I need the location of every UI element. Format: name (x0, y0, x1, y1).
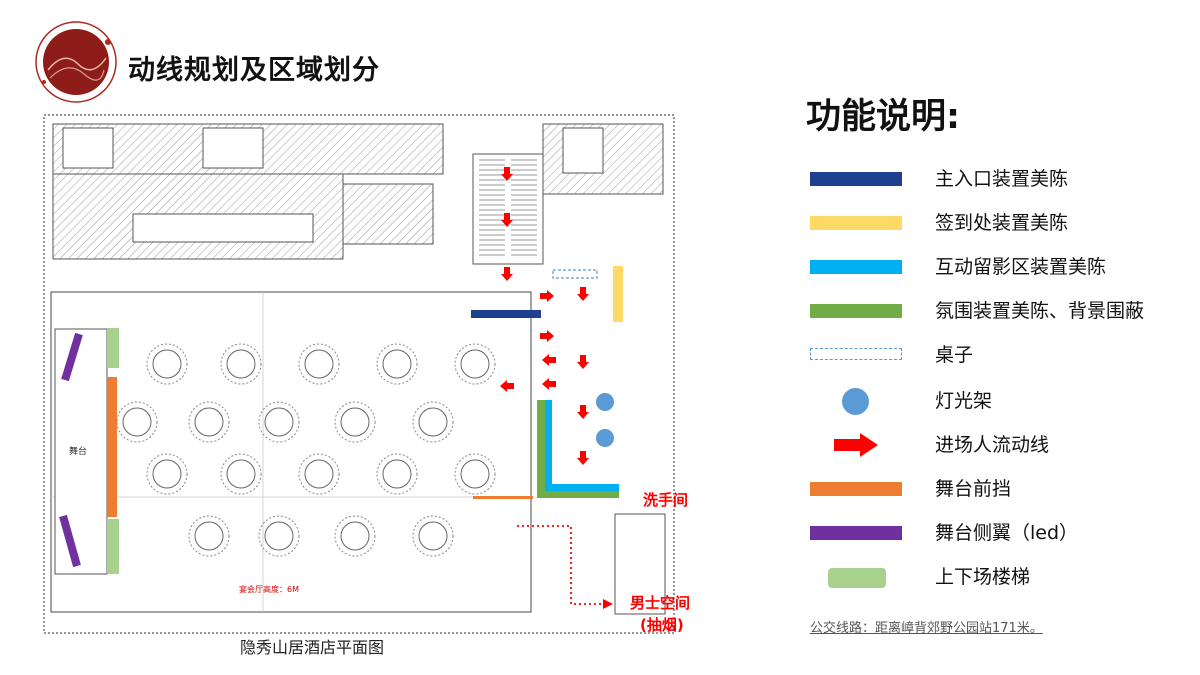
stage-stairs-lower (107, 519, 119, 574)
atmosphere-installation-base (537, 490, 619, 498)
round-table (334, 401, 376, 443)
sign-in-installation (613, 266, 623, 322)
legend-swatch (810, 482, 902, 496)
legend-item-main-entrance: 主入口装置美陈 (810, 164, 1200, 194)
legend-label: 签到处装置美陈 (935, 212, 1069, 234)
legend-swatch (810, 304, 902, 318)
legend-label: 进场人流动线 (935, 434, 1050, 456)
flow-arrow (500, 380, 514, 392)
flow-arrow (540, 290, 554, 302)
round-table (116, 401, 158, 443)
round-table (412, 515, 454, 557)
round-table (454, 343, 496, 385)
round-table (454, 453, 496, 495)
stage-stairs-upper (107, 328, 119, 368)
banquet-hall (50, 291, 532, 613)
mens-space-label: 男士空间 (630, 594, 691, 612)
round-table (220, 343, 262, 385)
stage-front (107, 377, 117, 517)
legend-title: 功能说明: (806, 97, 960, 137)
flow-arrow (577, 287, 589, 301)
round-table (376, 453, 418, 495)
round-table (298, 453, 340, 495)
round-table (188, 401, 230, 443)
legend-item-light-stand: 灯光架 (810, 386, 1200, 416)
legend-item-stairs: 上下场楼梯 (810, 562, 1200, 592)
flow-arrow (501, 213, 513, 227)
legend-label: 主入口装置美陈 (935, 168, 1069, 190)
legend-label: 灯光架 (935, 390, 993, 412)
legend-swatch (810, 526, 902, 540)
flow-arrow (542, 354, 556, 366)
legend-item-photo-zone: 互动留影区装置美陈 (810, 252, 1200, 282)
legend-label: 互动留影区装置美陈 (935, 256, 1107, 278)
main-entrance-installation (471, 310, 541, 318)
page-title: 动线规划及区域划分 (128, 55, 380, 86)
round-table (298, 343, 340, 385)
washroom-label: 洗手间 (643, 491, 689, 509)
legend-swatch (810, 260, 902, 274)
legend-item-atmosphere: 氛围装置美陈、背景围蔽 (810, 296, 1200, 326)
brand-logo (34, 20, 118, 104)
round-table (412, 401, 454, 443)
hall-height-note: 宴会厅高度：6M (239, 584, 299, 594)
arrow-right-icon (834, 433, 878, 457)
light-stand (596, 393, 614, 411)
round-table (146, 453, 188, 495)
flow-arrow (577, 355, 589, 369)
flow-arrow (542, 378, 556, 390)
legend-swatch (810, 172, 902, 186)
escalator (472, 153, 544, 265)
round-table (258, 401, 300, 443)
route-arrowhead (603, 599, 613, 609)
plan-caption: 隐秀山居酒店平面图 (240, 638, 385, 657)
entry-flow-arrows (500, 167, 589, 465)
flow-arrow (577, 451, 589, 465)
legend-swatch (828, 568, 886, 588)
flow-arrow (501, 267, 513, 281)
service-zone (52, 123, 664, 260)
stage-front-extension (473, 496, 533, 499)
round-table (188, 515, 230, 557)
stage-wing-lower (59, 514, 81, 568)
legend-swatch (842, 388, 869, 415)
legend-swatch (810, 348, 902, 360)
legend-label: 桌子 (935, 344, 974, 366)
legend-label: 舞台前挡 (935, 478, 1012, 500)
legend-item-entry-flow: 进场人流动线 (810, 430, 1200, 460)
legend-item-stage-front: 舞台前挡 (810, 474, 1200, 504)
floor-plan: 舞台 宴会厅高度：6M (43, 114, 675, 634)
floor-plan-drawing: 舞台 宴会厅高度：6M (43, 114, 675, 634)
stage-label: 舞台 (69, 445, 87, 457)
flow-arrow (577, 405, 589, 419)
legend-swatch (810, 216, 902, 230)
legend-item-table: 桌子 (810, 340, 1200, 370)
round-table (258, 515, 300, 557)
banquet-tables (116, 343, 496, 557)
smoking-route (517, 525, 603, 605)
legend-item-stage-wing: 舞台侧翼（led） (810, 518, 1200, 548)
round-table (376, 343, 418, 385)
photo-zone-installation-base (545, 484, 619, 491)
stage-wing-upper (61, 332, 83, 382)
flow-arrow (540, 330, 554, 342)
round-table (220, 453, 262, 495)
legend-label: 上下场楼梯 (935, 566, 1031, 588)
atmosphere-installation (537, 400, 545, 490)
desk (552, 269, 598, 279)
stairwell (614, 513, 666, 615)
light-stand (596, 429, 614, 447)
smoking-label: (抽烟) (640, 616, 684, 634)
legend-item-sign-in: 签到处装置美陈 (810, 208, 1200, 238)
round-table (334, 515, 376, 557)
legend-label: 氛围装置美陈、背景围蔽 (935, 300, 1145, 322)
flow-arrow (501, 167, 513, 181)
bus-route-note: 公交线路：距离嶂背郊野公园站171米。 (810, 621, 1043, 636)
round-table (146, 343, 188, 385)
photo-zone-installation (545, 400, 552, 484)
legend-label: 舞台侧翼（led） (935, 522, 1079, 544)
